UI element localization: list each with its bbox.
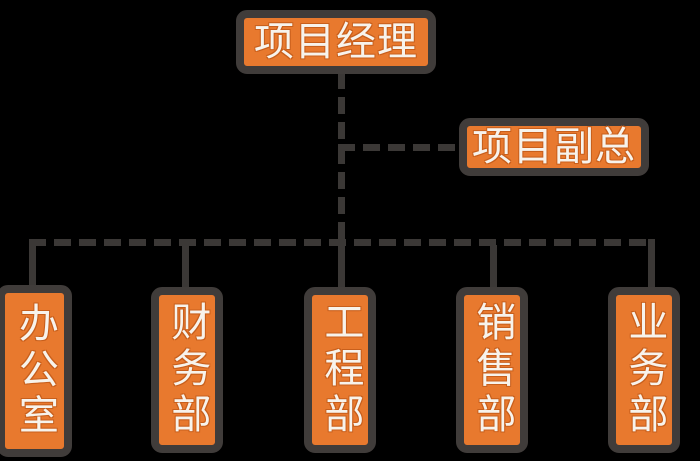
node-department-finance-label: 财务部 bbox=[164, 301, 211, 439]
connector-drop-engineering bbox=[338, 245, 345, 293]
node-department-business[interactable]: 业务部 bbox=[608, 287, 680, 453]
node-project-manager-label: 项目经理 bbox=[254, 18, 418, 65]
connector-bar-right-cap bbox=[648, 239, 655, 249]
node-department-sales-label: 销售部 bbox=[469, 301, 516, 439]
connector-root-stem bbox=[338, 72, 345, 248]
node-deputy-general-manager[interactable]: 项目副总 bbox=[459, 118, 649, 176]
node-deputy-general-manager-label: 项目副总 bbox=[472, 123, 636, 170]
node-department-office[interactable]: 办公室 bbox=[0, 285, 72, 457]
node-department-finance[interactable]: 财务部 bbox=[151, 287, 223, 453]
connector-bar-left-cap bbox=[29, 239, 36, 249]
connector-root-to-deputy bbox=[338, 144, 464, 151]
connector-drop-sales bbox=[490, 245, 497, 293]
node-department-engineering[interactable]: 工程部 bbox=[304, 287, 376, 453]
connector-drop-office bbox=[29, 245, 36, 293]
node-department-business-label: 业务部 bbox=[621, 301, 668, 439]
node-department-engineering-label: 工程部 bbox=[317, 301, 364, 439]
connector-drop-finance bbox=[182, 245, 189, 293]
connector-distribution-bar bbox=[29, 239, 655, 246]
node-project-manager[interactable]: 项目经理 bbox=[236, 10, 436, 74]
node-department-sales[interactable]: 销售部 bbox=[456, 287, 528, 453]
node-department-office-label: 办公室 bbox=[11, 302, 58, 440]
connector-drop-business bbox=[648, 245, 655, 293]
